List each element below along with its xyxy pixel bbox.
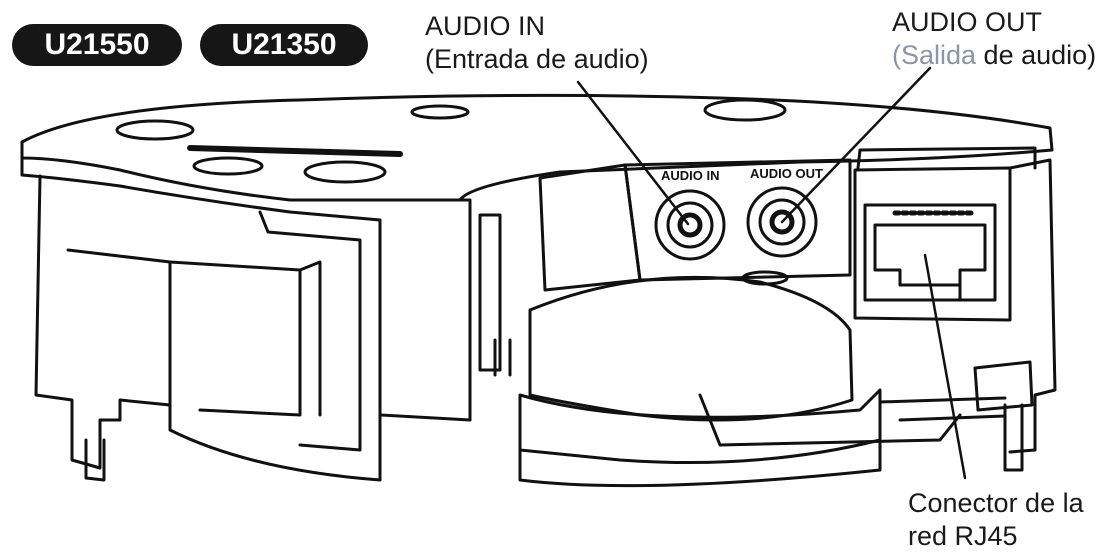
callout-rj45: Conector de la red RJ45 — [908, 487, 1084, 553]
port-label-audio-in: AUDIO IN — [661, 168, 720, 183]
right-body — [1008, 158, 1057, 454]
body-left-panel — [66, 248, 172, 407]
lower-right-ledge — [878, 396, 1007, 422]
leader-audio-in — [576, 80, 690, 226]
callout-audio-in: AUDIO IN (Entrada de audio) — [425, 10, 649, 76]
rj45-port-frame — [863, 203, 997, 302]
callout-rj45-line2: red RJ45 — [908, 521, 1018, 551]
model-badge-u21550-text: U21550 — [44, 28, 150, 61]
foot-left — [84, 438, 106, 482]
center-pin — [493, 338, 512, 377]
callout-audio-out-rest: de audio) — [976, 40, 1097, 70]
audio-screw — [741, 270, 789, 286]
audio-out-ring — [746, 186, 818, 258]
lid-slot — [187, 145, 403, 157]
leader-audio-out — [780, 66, 932, 224]
audio-in-ring — [654, 189, 726, 261]
model-badge-u21350: U21350 — [200, 24, 368, 66]
audio-out-ring-inner — [758, 198, 806, 246]
leader-rj45 — [923, 253, 967, 480]
body-left — [34, 174, 382, 482]
audio-out-core — [769, 209, 795, 235]
center-rail — [478, 213, 502, 372]
lid-screw-center — [303, 160, 387, 184]
dome-base — [518, 388, 882, 464]
lid-screw-mid — [192, 156, 264, 176]
rj45-top — [856, 146, 1037, 170]
right-boss — [973, 360, 1034, 412]
model-badge-u21350-text: U21350 — [231, 28, 337, 61]
callout-audio-out-line2: (Salida de audio) — [892, 39, 1096, 72]
callout-audio-out-line1: AUDIO OUT — [892, 7, 1043, 37]
lid-front-edge — [20, 156, 292, 214]
lid-screw-left — [115, 119, 195, 141]
dome-ring — [518, 438, 882, 488]
callout-audio-out: AUDIO OUT (Salida de audio) — [892, 6, 1096, 72]
callout-audio-in-line1: AUDIO IN — [425, 11, 546, 41]
dome — [528, 275, 854, 422]
callout-audio-in-line2: (Entrada de audio) — [425, 44, 649, 74]
lid-top — [20, 93, 1054, 202]
lower-ring — [698, 393, 962, 447]
callout-audio-out-highlight: (Salida — [892, 40, 977, 70]
audio-in-core — [677, 212, 703, 238]
audio-in-ring-inner — [666, 201, 714, 249]
port-label-audio-out: AUDIO OUT — [750, 166, 823, 181]
right-foot — [1003, 403, 1024, 472]
audio-recess — [538, 163, 642, 292]
rj45-housing — [853, 166, 1012, 322]
body-left-inner — [168, 260, 302, 417]
model-badge-u21550: U21550 — [12, 24, 182, 66]
body-left-flange — [258, 210, 362, 452]
body-left-step — [298, 260, 322, 417]
lid-screw-back — [410, 104, 470, 120]
callout-rj45-line1: Conector de la — [908, 488, 1084, 518]
lid-screw-right — [703, 98, 787, 122]
center-column — [378, 198, 472, 422]
